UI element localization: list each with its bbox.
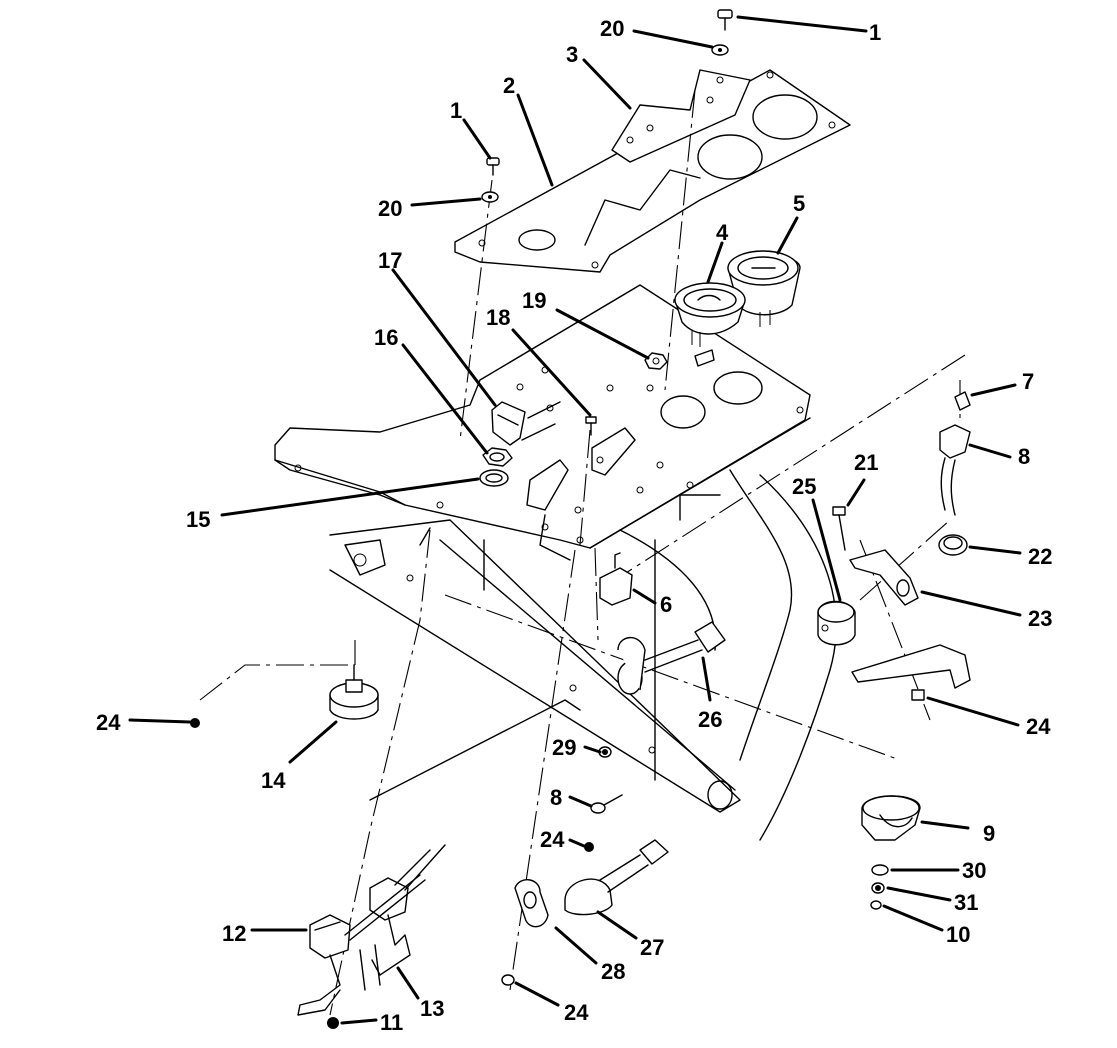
washer-31 [871, 882, 885, 894]
callout-1-left: 1 [450, 98, 462, 123]
callout-14: 14 [261, 768, 286, 793]
clamp-28 [514, 879, 549, 928]
callout-24-mid: 24 [540, 827, 565, 852]
bracket-plate [611, 69, 751, 163]
callout-13: 13 [420, 996, 444, 1021]
callout-17: 17 [378, 248, 402, 273]
key-switch-14 [329, 664, 379, 720]
callout-9: 9 [983, 821, 995, 846]
washer-30 [871, 864, 889, 876]
callout-20-left: 20 [378, 196, 402, 221]
callout-6: 6 [660, 592, 672, 617]
linkage-rods [344, 874, 426, 991]
callout-18: 18 [486, 305, 510, 330]
nut-24-left [190, 718, 200, 728]
connector-7 [954, 391, 971, 411]
terminal-8 [590, 794, 623, 814]
plug-8 [939, 424, 971, 516]
callout-labels: 1 20 3 2 1 20 5 4 17 19 18 16 7 8 15 21 … [96, 16, 1052, 1035]
callout-24-bottom: 24 [564, 1000, 589, 1025]
callout-10: 10 [946, 922, 970, 947]
screw-top [717, 9, 733, 31]
mount-bracket [851, 644, 971, 689]
washer-top [711, 44, 729, 56]
callout-24-right: 24 [1026, 714, 1051, 739]
callout-11: 11 [380, 1010, 403, 1035]
callout-12: 12 [222, 921, 246, 946]
callout-19: 19 [522, 288, 546, 313]
top-panel-plate [454, 69, 851, 273]
callout-24-left: 24 [96, 710, 121, 735]
nut-24-mid [584, 842, 594, 852]
callout-29: 29 [552, 735, 576, 760]
washer-left [481, 191, 499, 203]
alignment-lines [199, 89, 966, 1016]
callout-5: 5 [793, 191, 805, 216]
callout-21: 21 [854, 450, 878, 475]
nut-19 [644, 352, 668, 370]
screw-18 [585, 416, 597, 436]
screw-left [486, 157, 500, 176]
callout-31: 31 [954, 890, 978, 915]
gauge-hourmeter [727, 250, 801, 327]
main-console-panel [274, 284, 811, 549]
hex-nut [482, 447, 513, 467]
callout-3: 3 [566, 42, 578, 67]
callout-27: 27 [640, 935, 664, 960]
callout-30: 30 [962, 858, 986, 883]
callout-25: 25 [792, 474, 816, 499]
nut-11 [327, 1017, 339, 1029]
toggle-switch-part [491, 401, 526, 446]
bolt-21 [832, 506, 846, 551]
callout-1-top: 1 [869, 20, 881, 45]
lock-washer [479, 469, 509, 487]
callout-8-right: 8 [1018, 444, 1030, 469]
cable-26 [617, 621, 726, 695]
callout-16: 16 [374, 325, 398, 350]
nut-24-bottom [501, 974, 515, 986]
callout-2: 2 [503, 73, 515, 98]
callout-28: 28 [601, 959, 625, 984]
solenoid-25 [817, 600, 856, 646]
switch-6 [599, 552, 633, 606]
callout-8-mid: 8 [550, 785, 562, 810]
bushing-22 [938, 534, 968, 556]
callout-26: 26 [698, 707, 722, 732]
actuator-12 [309, 914, 351, 959]
nut-10 [870, 900, 882, 910]
gauge-dial [674, 282, 746, 347]
switch-9 [861, 795, 921, 841]
frame-tubes [329, 469, 837, 841]
callout-4: 4 [716, 220, 729, 245]
callout-20-top: 20 [600, 16, 624, 41]
leader-lines [128, 15, 1022, 1025]
callout-22: 22 [1028, 544, 1052, 569]
callout-15: 15 [186, 507, 210, 532]
callout-7: 7 [1022, 369, 1034, 394]
nut-24-right [911, 689, 925, 701]
cable-27 [564, 839, 669, 916]
callout-23: 23 [1028, 606, 1052, 631]
bracket-23 [849, 549, 919, 606]
